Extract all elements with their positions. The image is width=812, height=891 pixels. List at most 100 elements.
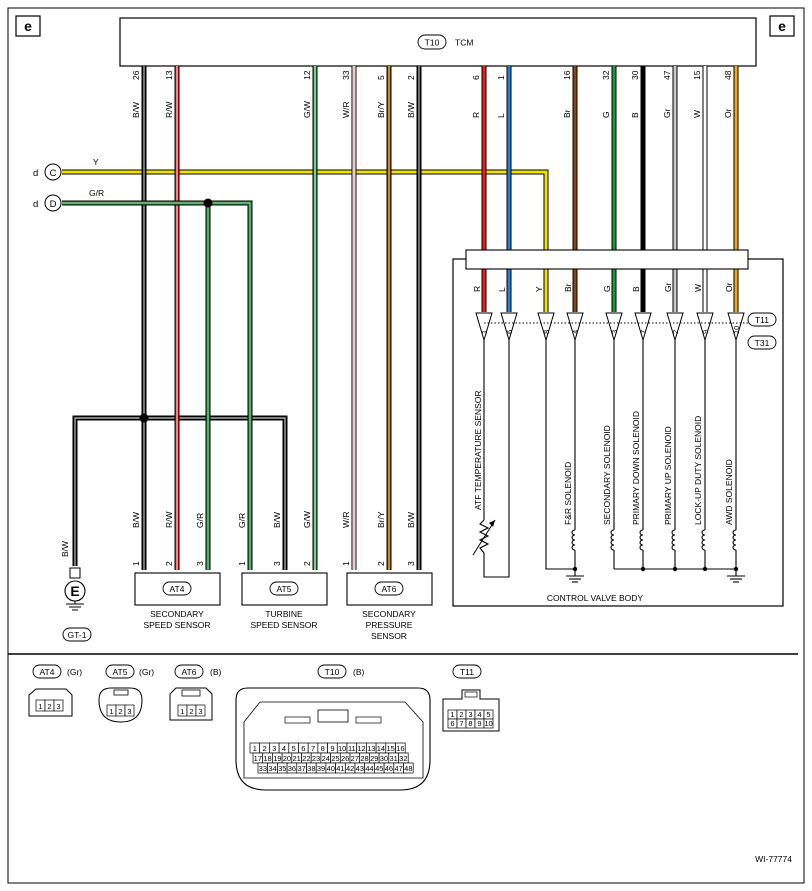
wire-gr-offpage-outline (62, 200, 253, 570)
view-at4-pin-3: 3 (56, 702, 60, 711)
sol-coil-4-path (701, 529, 706, 551)
view-t10-r3-cell-48 (403, 762, 414, 774)
sensor-2-wire-2: B/W (406, 512, 416, 528)
view-at5-cell-3 (124, 704, 135, 717)
cv-wire-label-8: Or (724, 282, 734, 292)
view-t10-r1-pin-16: 16 (396, 744, 404, 753)
view-t10-r2-pin-29: 29 (370, 754, 378, 763)
view-t10-r3-pin-36: 36 (288, 764, 296, 773)
view-at4-pin-1: 1 (38, 702, 42, 711)
view-t11-r1-pin-4: 4 (477, 710, 481, 719)
view-at4-badge (32, 664, 62, 679)
view-t10-r1-pin-1: 1 (253, 744, 257, 753)
view-t10-r2-pin-27: 27 (351, 754, 359, 763)
view-t10-r1-pin-5: 5 (292, 744, 296, 753)
corner-tag-right-text: e (778, 18, 786, 34)
view-at6-latch (181, 689, 201, 697)
sol-coil-0-path (571, 529, 576, 551)
cv-wire-label-5: B (631, 286, 641, 292)
sol-coil-2-path (639, 529, 644, 551)
sensor-at6-name-3: SENSOR (371, 631, 407, 641)
wire-gr-offpage-body (62, 201, 252, 570)
outer-border (7, 7, 805, 884)
cv-terminal-4 (605, 312, 623, 342)
figure-id: WI-77774 (755, 854, 792, 864)
sol-ground-dot-1 (672, 566, 678, 572)
view-t11-r2-pin-9: 9 (477, 719, 481, 728)
splice-bw (139, 413, 149, 423)
view-t10-r3-pin-43: 43 (356, 764, 364, 773)
view-t10-r3-pin-44: 44 (365, 764, 373, 773)
view-t10-r1-pin-8: 8 (321, 744, 325, 753)
view-t10-r2-pin-30: 30 (380, 754, 388, 763)
sensor-1-wire-0: G/R (237, 513, 247, 528)
view-t10-r3-pin-42: 42 (346, 764, 354, 773)
view-at5-pin-3: 3 (127, 707, 131, 716)
sensor-at6-name-1: SECONDARY (362, 609, 416, 619)
sensor-at5-name-2: SPEED SENSOR (250, 620, 317, 630)
sensor-1-wire-1: B/W (272, 512, 282, 528)
cv-pin-label-3: 4 (571, 330, 580, 334)
view-at6-pin-2: 2 (189, 707, 193, 716)
cv-wire-label-4: G (602, 285, 612, 292)
sol-ground-dot-2 (702, 566, 708, 572)
view-t11-r2-pin-10: 10 (484, 719, 492, 728)
tcm-pin-3: 33 (341, 70, 351, 80)
view-t11-r1-pin-2: 2 (459, 710, 463, 719)
view-t10-id: T10 (325, 667, 340, 677)
view-t10-r3-pin-47: 47 (394, 764, 402, 773)
tcm-name: TCM (455, 38, 473, 48)
sensor-2-pin-0: 1 (341, 561, 351, 566)
cv-terminal-6 (666, 312, 684, 342)
tcm-wire-4: Br/Y (376, 101, 386, 118)
wire-layer (62, 66, 745, 583)
cv-terminal-5 (634, 312, 652, 342)
view-at5-id: AT5 (113, 667, 128, 677)
view-t10-r1-pin-3: 3 (272, 744, 276, 753)
view-at4-id: AT4 (40, 667, 55, 677)
view-t10-r1-pin-4: 4 (282, 744, 286, 753)
wire-bw-ground-bus (72, 415, 288, 570)
cv-pin-label-2: 8 (542, 330, 551, 334)
view-t11-id: T11 (460, 667, 474, 677)
tcm-pin-8: 16 (562, 70, 572, 80)
sensor-1-pin-1: 3 (272, 561, 282, 566)
sensor-0-wire-2: G/R (195, 513, 205, 528)
sensor-2-wire-0: W/R (341, 511, 351, 528)
cv-wire-label-1: L (497, 287, 507, 292)
corner-tag-right: e (769, 15, 795, 37)
sensor-at4-connector: AT4 (170, 584, 185, 594)
tcm-wire-1: R/W (164, 101, 174, 118)
view-t10-r3-pin-34: 34 (268, 764, 276, 773)
view-t10-r3-pin-45: 45 (375, 764, 383, 773)
tcm-pin-1: 13 (164, 70, 174, 80)
wire-y-offpage-body (62, 170, 548, 262)
tcm-pin-9: 32 (601, 70, 611, 80)
sensor-2-pin-2: 3 (406, 561, 416, 566)
cv-wire-label-2: Y (534, 286, 544, 292)
view-t10-r3-pin-38: 38 (307, 764, 315, 773)
view-t10-r3-pin-33: 33 (259, 764, 267, 773)
atf-arrow-head (489, 520, 495, 527)
tcm-pin-13: 48 (723, 70, 733, 80)
label-layer: 26B/W13R/W12G/W33W/R5Br/Y2B/W6R1L16Br32G… (131, 70, 745, 566)
corner-tag-left-text: e (24, 18, 32, 34)
cv-pin-label-7: 9 (701, 330, 710, 334)
sensor-1-pin-0: 1 (237, 561, 247, 566)
sol-coil-5-path (732, 529, 737, 551)
cv-pin-label-6: 2 (671, 330, 680, 334)
view-t11-r1-pin-3: 3 (468, 710, 472, 719)
view-at6-cell-3 (195, 704, 206, 717)
view-at5-pin-2: 2 (118, 707, 122, 716)
corner-tag-left: e (15, 15, 41, 37)
sol-coil-4 (701, 529, 706, 551)
sensor-at5: AT5 TURBINE SPEED SENSOR (241, 572, 328, 630)
view-t10-inner (243, 701, 424, 779)
atf-variable-arrow (472, 519, 496, 556)
view-t10-housing (235, 687, 431, 791)
view-t10-r1-pin-13: 13 (367, 744, 375, 753)
tcm-pin-4: 5 (376, 75, 386, 80)
sensor-at6: AT6 SECONDARY PRESSURE SENSOR (346, 572, 433, 641)
view-t10-r1-pin-11: 11 (348, 744, 356, 753)
